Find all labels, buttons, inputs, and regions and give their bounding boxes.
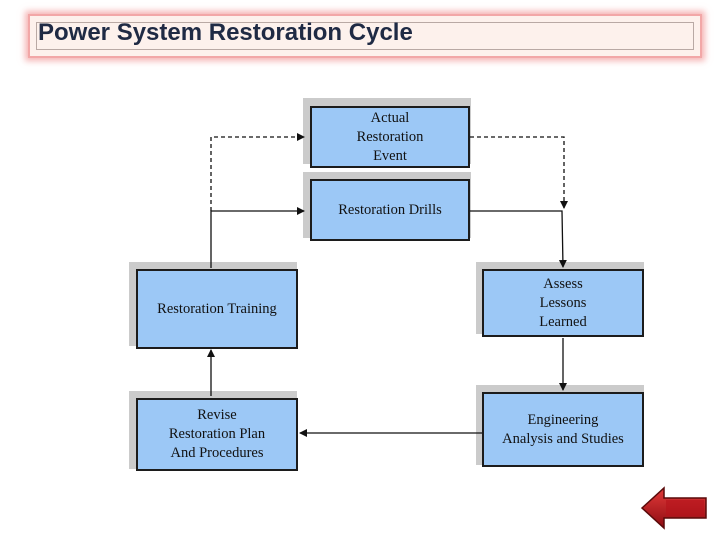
back-button[interactable] (640, 486, 710, 530)
dashed-connector-left (210, 133, 305, 211)
actual-restoration-event-label: Actual Restoration Event (356, 109, 424, 164)
revise-restoration-plan-label: Revise Restoration Plan And Procedures (168, 407, 266, 461)
actual-restoration-event-box: Actual Restoration Event (310, 106, 470, 168)
restoration-training-box: Restoration Training (136, 269, 298, 349)
title-frame (36, 22, 694, 50)
restoration-drills-label: Restoration Drills (338, 201, 442, 218)
engineering-analysis-box: Engineering Analysis and Studies (482, 392, 644, 467)
revise-restoration-plan-box: Revise Restoration Plan And Procedures (136, 398, 298, 471)
engineering-analysis-label: Engineering Analysis and Studies (502, 411, 624, 447)
connector-drills-to-assess (470, 210, 567, 268)
restoration-drills-box: Restoration Drills (310, 179, 470, 241)
assess-lessons-learned-box: Assess Lessons Learned (482, 269, 644, 337)
title-banner: Power System Restoration Cycle (28, 14, 702, 58)
assess-lessons-learned-label: Assess Lessons Learned (539, 275, 587, 330)
connector-training-to-drills (210, 207, 305, 268)
dashed-connector-right (470, 136, 568, 209)
left-arrow-icon (640, 486, 707, 530)
page-title: Power System Restoration Cycle (38, 19, 413, 46)
restoration-training-label: Restoration Training (157, 300, 277, 317)
